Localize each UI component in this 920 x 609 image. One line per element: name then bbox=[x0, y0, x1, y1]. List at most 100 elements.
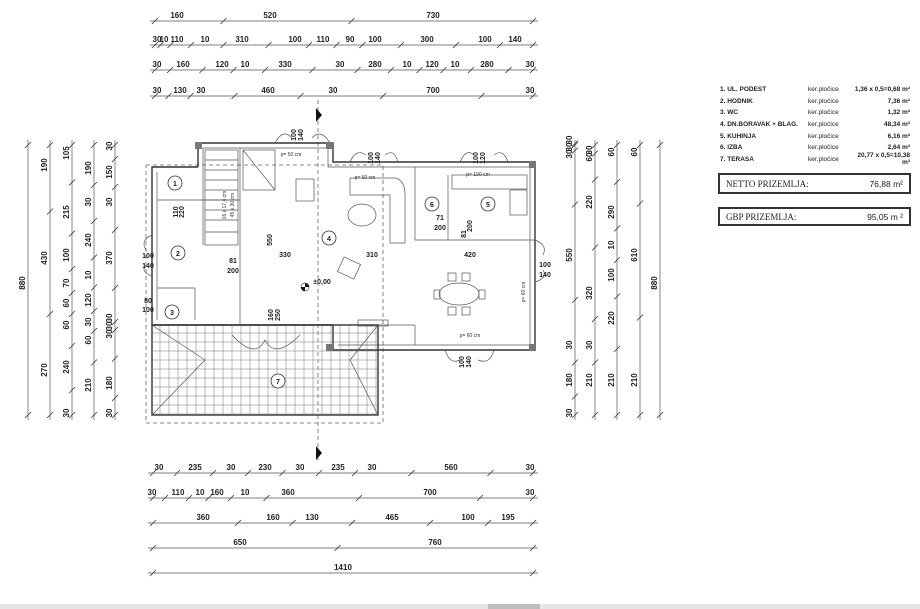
dimension-label: 320 bbox=[585, 286, 594, 300]
room-name: 7. TERASA bbox=[720, 155, 754, 163]
dimension-label: 100 bbox=[478, 35, 492, 44]
plan-label-door5-200: 200 bbox=[467, 220, 474, 232]
dimension-label: 215 bbox=[62, 205, 71, 219]
dimension-label: 30 bbox=[336, 60, 345, 69]
plan-label-parapet-100: p= 100 cm bbox=[466, 172, 490, 178]
dimension-label: 60 bbox=[62, 320, 71, 329]
legend-row: 6. IZBA ker.pločice 2,64 m² bbox=[720, 142, 916, 154]
dimension-label: 465 bbox=[385, 513, 399, 522]
dimension-label: 105 bbox=[62, 146, 71, 160]
dimension-label: 30 bbox=[526, 60, 535, 69]
scrollbar-thumb[interactable] bbox=[488, 604, 540, 609]
dining-table bbox=[438, 282, 480, 306]
dimension-label: 560 bbox=[444, 463, 458, 472]
dimension-label: 210 bbox=[585, 373, 594, 387]
gbp-area-box: GBP PRIZEMLJA: 95,05 m ² bbox=[718, 207, 911, 226]
dimension-label: 110 bbox=[171, 35, 184, 44]
horizontal-scrollbar[interactable] bbox=[0, 604, 920, 609]
room-area: 20,77 x 0,5=10,38 m² bbox=[857, 152, 910, 167]
dimension-label: 360 bbox=[196, 513, 210, 522]
dimension-label: 220 bbox=[585, 195, 594, 209]
dimension-label: 140 bbox=[508, 35, 522, 44]
plan-label-parapet-60c: p= 60 cm bbox=[521, 282, 527, 303]
section-arrow-icon bbox=[316, 446, 322, 460]
section-markers bbox=[316, 100, 322, 460]
dimension-label: 270 bbox=[40, 363, 49, 377]
armchair bbox=[295, 178, 315, 202]
dimension-label: 100 bbox=[288, 35, 302, 44]
dimension-label: 60 bbox=[585, 152, 594, 161]
dimension-label: 30 bbox=[105, 329, 114, 338]
room-number: 4 bbox=[327, 236, 331, 243]
room-area: 1,36 x 0,5=0,68 m² bbox=[854, 86, 910, 94]
dimension-label: 180 bbox=[105, 376, 114, 390]
dimension-label: 430 bbox=[40, 251, 49, 265]
room-material: ker.pločice bbox=[808, 144, 839, 152]
dimension-label: 30 bbox=[84, 317, 93, 326]
dimension-label: 30 bbox=[526, 488, 535, 497]
dimension-label: 210 bbox=[607, 373, 616, 387]
room-name: 1. UL. PODEST bbox=[720, 86, 767, 94]
dimension-label: 330 bbox=[278, 60, 292, 69]
dimension-label: 210 bbox=[84, 378, 93, 392]
dimension-label: 10 bbox=[403, 60, 412, 69]
dimension-label: 30 bbox=[565, 149, 574, 158]
dimension-label: 300 bbox=[420, 35, 434, 44]
room-material: ker.pločice bbox=[808, 121, 839, 129]
dimension-label: 110 bbox=[172, 488, 185, 497]
dimension-label: 100 bbox=[368, 35, 382, 44]
dimension-label: 30 bbox=[585, 340, 594, 349]
plan-label-door6-200: 200 bbox=[434, 225, 446, 232]
plan-label-door1-110: 110 bbox=[173, 206, 180, 217]
dimension-label: 10 bbox=[241, 488, 250, 497]
dimension-label: 240 bbox=[62, 360, 71, 374]
room-name: 4. DN.BORAVAK + BLAG. bbox=[720, 121, 798, 129]
room-number: 3 bbox=[170, 310, 174, 317]
dimension-label: 30 bbox=[62, 408, 71, 417]
dimension-label: 10 bbox=[607, 240, 616, 249]
dimension-label: 30 bbox=[227, 463, 236, 472]
dimension-label: 10 bbox=[451, 60, 460, 69]
room-name: 6. IZBA bbox=[720, 144, 743, 152]
dimension-label: 550 bbox=[565, 248, 574, 262]
dimension-label: 700 bbox=[426, 86, 440, 95]
room-area: 2,64 m² bbox=[887, 144, 910, 152]
room-material: ker.pločice bbox=[808, 109, 839, 117]
plan-label-win-top3-a: 100 bbox=[473, 152, 480, 164]
dimension-label: 195 bbox=[501, 513, 515, 522]
dimension-label: 130 bbox=[173, 86, 187, 95]
plan-label-level: ±0,00 bbox=[313, 279, 331, 286]
dimension-label: 290 bbox=[607, 205, 616, 219]
dimension-label: 120 bbox=[425, 60, 439, 69]
room-area: 1,32 m² bbox=[887, 109, 910, 117]
netto-area-box: NETTO PRIZEMLJA: 76,88 m² bbox=[718, 173, 911, 194]
room-number: 7 bbox=[276, 379, 280, 386]
plan-label-parapet-60b: p= 60 cm bbox=[460, 333, 481, 339]
plan-label-win-top1-a: 100 bbox=[291, 129, 298, 141]
walls bbox=[151, 142, 536, 351]
plan-label-door-81: 81 bbox=[229, 258, 237, 265]
room-area: 7,36 m² bbox=[887, 97, 910, 105]
dimension-label: 60 bbox=[630, 147, 639, 156]
dimension-label: 760 bbox=[428, 538, 442, 547]
plan-label-w420: 420 bbox=[464, 252, 476, 259]
dimension-label: 30 bbox=[565, 340, 574, 349]
dimension-label: 90 bbox=[346, 35, 355, 44]
plan-label-w330: 330 bbox=[279, 252, 291, 259]
dimension-label: 190 bbox=[84, 161, 93, 175]
dimension-label: 1410 bbox=[334, 563, 352, 572]
sofa bbox=[349, 177, 406, 244]
room-circle bbox=[270, 373, 286, 389]
dimension-label: 30 bbox=[148, 488, 157, 497]
dimension-label: 150 bbox=[105, 165, 114, 179]
netto-value: 76,88 m² bbox=[869, 178, 903, 189]
plan-label-w310: 310 bbox=[366, 252, 378, 259]
dimension-label: 120 bbox=[215, 60, 229, 69]
room-material: ker.pločice bbox=[808, 97, 839, 105]
